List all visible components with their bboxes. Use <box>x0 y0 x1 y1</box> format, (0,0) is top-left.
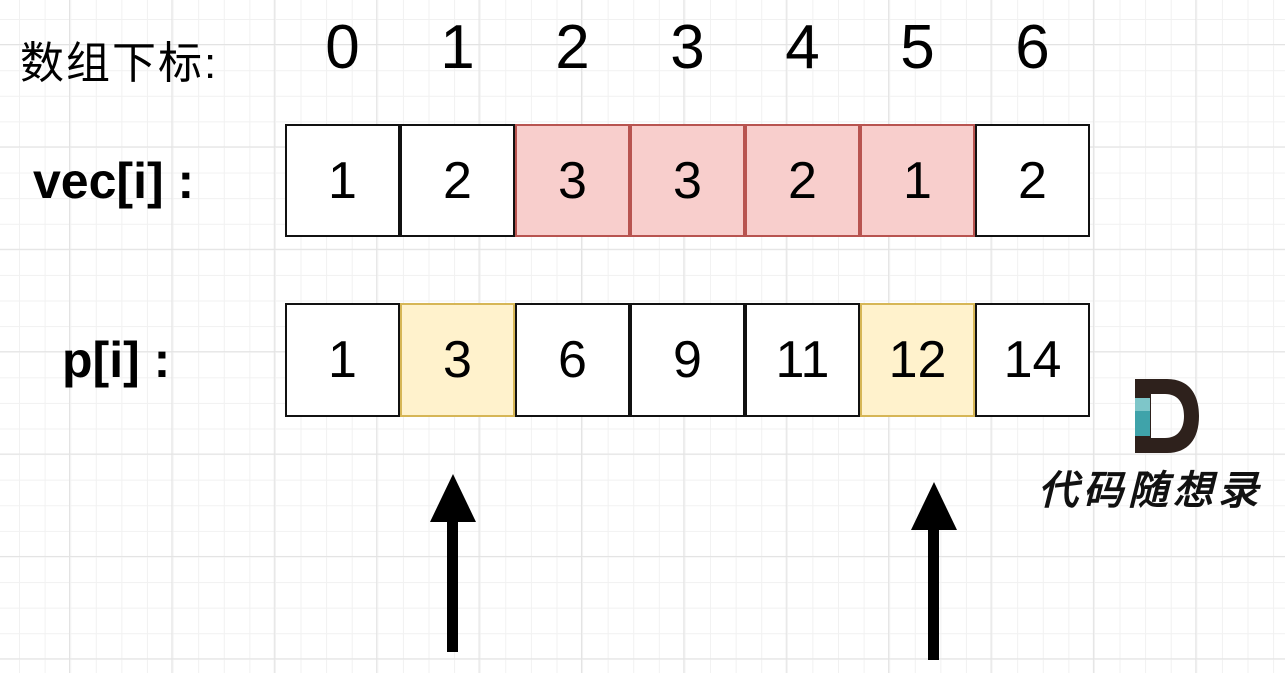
p-cell-5-highlighted: 12 <box>860 303 975 417</box>
p-row-label: p[i] : <box>62 332 171 388</box>
vec-cell-0: 1 <box>285 124 400 237</box>
index-value-1: 1 <box>440 13 475 82</box>
logo-text: 代码随想录 <box>1038 467 1263 514</box>
vec-cell-5-highlighted: 1 <box>860 124 975 237</box>
up-arrow-right-shaft <box>928 526 939 660</box>
index-value-2: 2 <box>555 13 590 82</box>
p-cell-0: 1 <box>285 303 400 417</box>
vec-cell-2-highlighted: 3 <box>515 124 630 237</box>
index-value-0: 0 <box>325 13 360 82</box>
vec-cell-1: 2 <box>400 124 515 237</box>
p-array: 1 3 6 9 11 12 14 <box>285 303 1090 417</box>
logo-d-icon <box>1135 379 1199 453</box>
vec-row-label: vec[i] : <box>33 152 195 209</box>
up-arrow-right-head-icon <box>911 482 957 530</box>
up-arrow-left-shaft <box>447 518 458 652</box>
p-cell-4: 11 <box>745 303 860 417</box>
vec-array: 1 2 3 3 2 1 2 <box>285 124 1090 237</box>
vec-cell-4-highlighted: 2 <box>745 124 860 237</box>
index-row-label: 数组下标: <box>20 39 219 88</box>
p-cell-2: 6 <box>515 303 630 417</box>
up-arrow-left-head-icon <box>430 474 476 522</box>
p-cell-1-highlighted: 3 <box>400 303 515 417</box>
index-value-6: 6 <box>1015 13 1050 82</box>
p-cell-6: 14 <box>975 303 1090 417</box>
p-cell-3: 9 <box>630 303 745 417</box>
index-value-4: 4 <box>785 13 820 82</box>
index-row: 0 1 2 3 4 5 6 <box>285 14 1090 82</box>
vec-cell-6: 2 <box>975 124 1090 237</box>
index-value-5: 5 <box>900 13 935 82</box>
vec-cell-3-highlighted: 3 <box>630 124 745 237</box>
index-value-3: 3 <box>670 13 705 82</box>
